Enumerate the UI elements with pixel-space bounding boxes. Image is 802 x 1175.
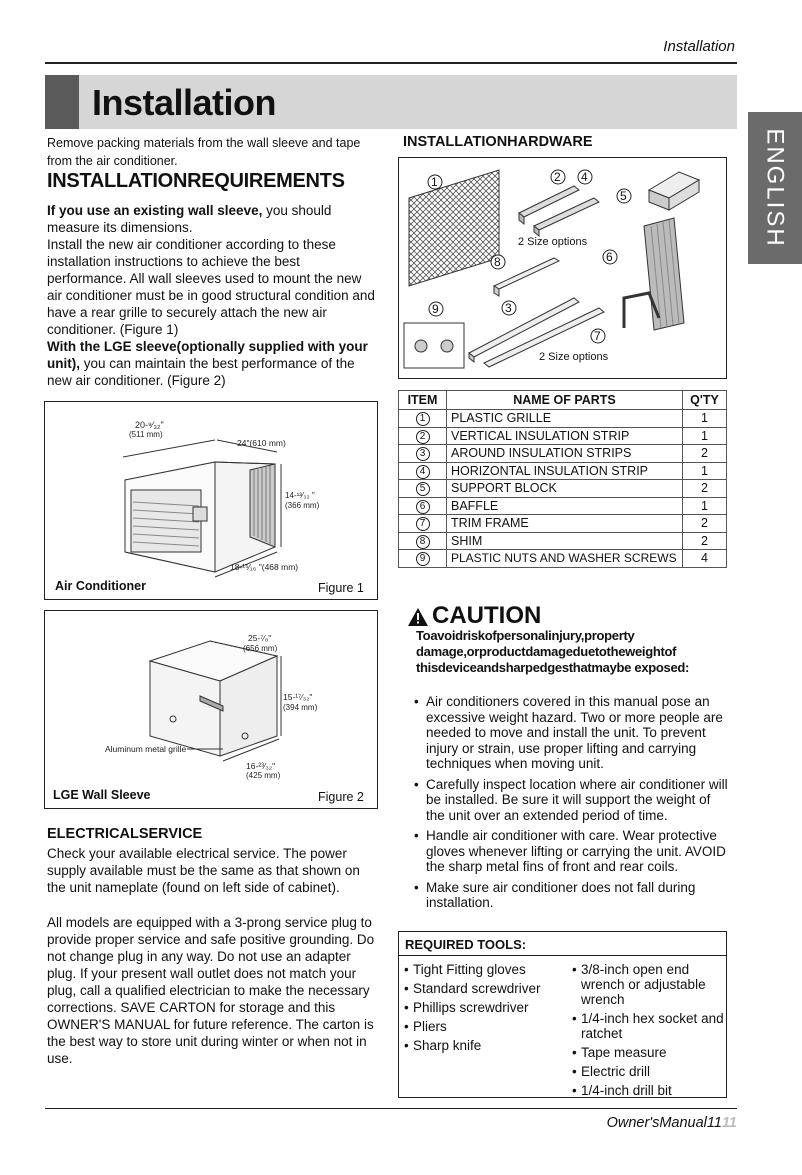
callout-6: 6	[606, 250, 613, 264]
col-item: ITEM	[398, 390, 447, 410]
plastic-grille-illustration	[408, 169, 500, 287]
fig1-height-mm: (366 mm)	[285, 501, 320, 510]
figure-2: 25-⁷⁄₈" (656 mm) 15-¹⁷⁄₃₂" (394 mm) 16-²…	[44, 610, 378, 809]
electrical-paragraph-2: All models are equipped with a 3-prong s…	[47, 915, 375, 1066]
fig2-grille-label: Aluminum metal grille	[105, 744, 187, 754]
running-header: Installation	[663, 38, 735, 55]
list-item: •Air conditioners covered in this manual…	[414, 694, 723, 771]
list-item: •Carefully inspect location where air co…	[414, 776, 728, 823]
list-item: •Tape measure	[572, 1045, 667, 1060]
fig1-width-dim: 20-⁹⁄₃₂"	[135, 420, 164, 430]
intro-text: Remove packing materials from the wall s…	[47, 136, 361, 168]
col-qty: Q'TY	[682, 390, 727, 410]
callout-7: 7	[594, 329, 601, 343]
fig2-caption: Figure 2	[318, 790, 364, 804]
list-item: •Pliers	[404, 1019, 447, 1034]
tools-right: •3/8-inch open end wrench or adjustable …	[572, 962, 724, 1102]
fig2-depth-mm: (425 mm)	[246, 771, 281, 780]
page-title: Installation	[92, 82, 277, 123]
footer: Owner'sManual1111	[606, 1115, 737, 1131]
fig1-depth-dim: 24"(610 mm)	[237, 438, 286, 448]
callout-3: 3	[505, 301, 512, 315]
list-item: •1/4-inch hex socket and ratchet	[572, 1011, 724, 1041]
figure-1: 20-⁹⁄₃₂" (511 mm) 24"(610 mm) 14-¹³⁄₃₂ "…	[44, 401, 378, 600]
fig2-height-dim: 15-¹⁷⁄₃₂"	[283, 692, 312, 702]
fig1-height-dim: 14-¹³⁄₃₂ "	[285, 491, 315, 500]
electrical-heading: ELECTRICALSERVICE	[47, 826, 203, 842]
language-tab-label: ENGLISH	[762, 128, 789, 248]
callout-4: 4	[581, 170, 588, 184]
footer-rule	[45, 1108, 737, 1109]
required-tools-box: REQUIRED TOOLS: •Tight Fitting gloves •S…	[398, 931, 727, 1098]
fig1-caption: Figure 1	[318, 581, 364, 595]
caution-subtitle: Toavoidriskofpersonalinjury,property dam…	[416, 628, 690, 675]
fig2-depth-dim: 16-²³⁄₃₂"	[246, 761, 275, 771]
list-item: •Electric drill	[572, 1064, 651, 1079]
callout-9: 9	[432, 302, 439, 316]
fig2-width-mm: (656 mm)	[243, 644, 278, 653]
title-banner	[45, 75, 737, 129]
callout-2: 2	[554, 170, 561, 184]
list-item: •Tight Fitting gloves	[404, 962, 526, 977]
list-item: •Make sure air conditioner does not fall…	[414, 879, 696, 911]
hardware-illustration: 1 2 4 5 6 8 9 3 7 2 Size options 2 Size …	[398, 157, 727, 379]
electrical-paragraph-1: Check your available electrical service.…	[47, 846, 360, 895]
list-item: •1/4-inch drill bit	[572, 1083, 672, 1098]
size-options-2: 2 Size options	[539, 351, 609, 363]
list-item: •3/8-inch open end wrench or adjustable …	[572, 962, 706, 1007]
fig1-width-mm: (511 mm)	[129, 430, 163, 439]
fig1-label: Air Conditioner	[55, 579, 146, 593]
header-rule	[45, 62, 737, 64]
tools-heading: REQUIRED TOOLS:	[399, 932, 726, 956]
list-item: •Handle air conditioner with care. Wear …	[414, 828, 726, 874]
size-options-1: 2 Size options	[518, 236, 588, 248]
hardware-heading: INSTALLATIONHARDWARE	[403, 134, 593, 150]
page-number: 11	[721, 1115, 737, 1131]
tools-left: •Tight Fitting gloves •Standard screwdri…	[404, 962, 564, 1057]
fig2-width-dim: 25-⁷⁄₈"	[248, 633, 271, 643]
caution-list: •Air conditioners covered in this manual…	[412, 694, 730, 916]
list-item: •Standard screwdriver	[404, 981, 541, 996]
air-conditioner-illustration: 20-⁹⁄₃₂" (511 mm) 24"(610 mm) 14-¹³⁄₃₂ "…	[55, 420, 364, 595]
warning-icon	[408, 608, 428, 626]
fig2-height-mm: (394 mm)	[283, 703, 318, 712]
col-name: NAME OF PARTS	[446, 390, 683, 410]
fig2-label: LGE Wall Sleeve	[53, 788, 151, 802]
list-item: •Phillips screwdriver	[404, 1000, 529, 1015]
callout-5: 5	[620, 189, 627, 203]
requirements-heading: INSTALLATIONREQUIREMENTS	[47, 170, 345, 192]
caution-title: CAUTION	[432, 602, 542, 629]
callout-8: 8	[494, 255, 501, 269]
language-tab[interactable]	[748, 112, 802, 264]
fig1-base-dim: 18-¹⁵⁄₁₆ "(468 mm)	[230, 562, 298, 572]
callout-1: 1	[431, 175, 438, 189]
list-item: •Sharp knife	[404, 1038, 482, 1053]
requirements-body: If you use an existing wall sleeve, you …	[47, 203, 375, 388]
wall-sleeve-illustration: 25-⁷⁄₈" (656 mm) 15-¹⁷⁄₃₂" (394 mm) 16-²…	[53, 633, 364, 804]
title-banner-block	[45, 75, 79, 129]
